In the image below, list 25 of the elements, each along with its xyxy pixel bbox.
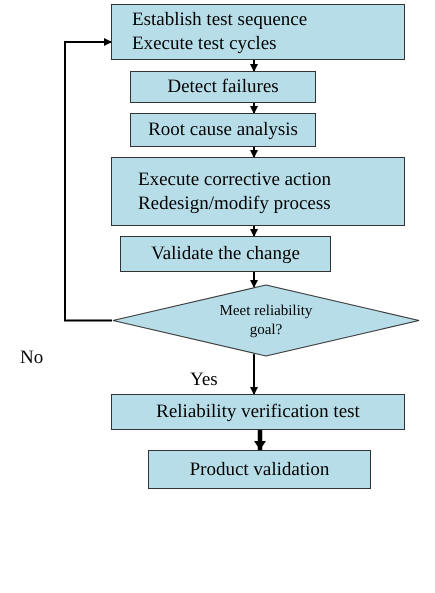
box-text: Execute test cycles [132, 32, 277, 56]
process-box [111, 157, 405, 226]
process-box [130, 71, 316, 103]
arrow [250, 354, 258, 395]
box-text: Root cause analysis [148, 118, 298, 142]
box-text: Redesign/modify process [138, 192, 331, 216]
arrow [64, 38, 112, 322]
box-text: Validate the change [151, 242, 300, 266]
box-text: Establish test sequence [132, 8, 308, 32]
box-text: Execute corrective action [138, 168, 332, 192]
arrow [254, 430, 266, 450]
arrow [250, 103, 258, 114]
arrow [250, 60, 258, 72]
box-text: Detect failures [167, 75, 279, 99]
process-box [111, 394, 405, 430]
process-box [148, 450, 371, 489]
box-text: Meet reliability goal? [218, 302, 314, 340]
arrow [250, 147, 258, 158]
box-text: Product validation [190, 458, 330, 482]
arrow [250, 226, 258, 237]
box-text: Reliability verification test [156, 400, 360, 424]
process-box [120, 236, 331, 272]
process-box [111, 4, 405, 60]
arrow [250, 272, 258, 288]
process-box [130, 113, 316, 147]
